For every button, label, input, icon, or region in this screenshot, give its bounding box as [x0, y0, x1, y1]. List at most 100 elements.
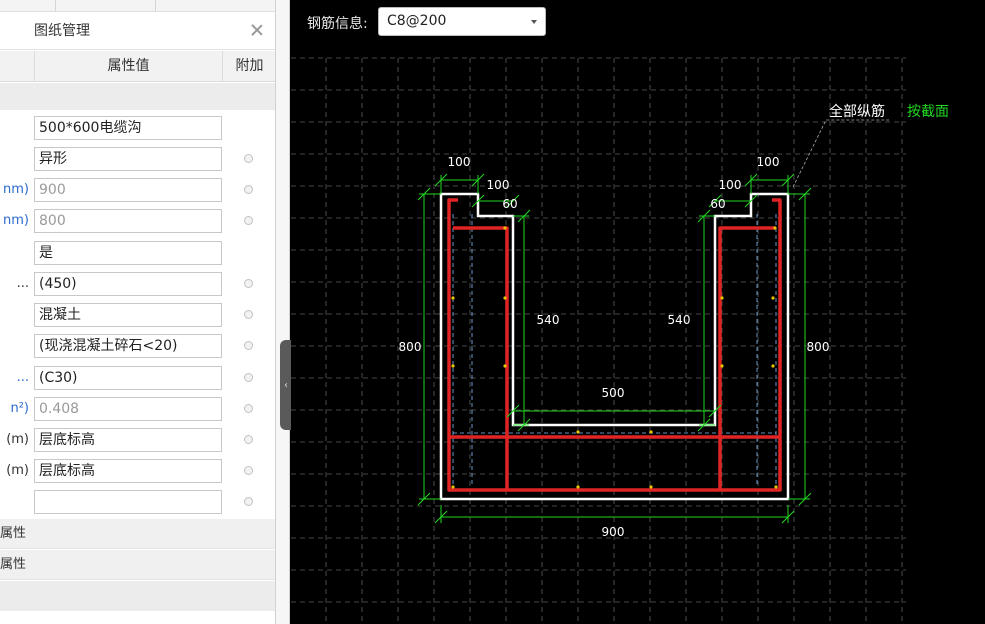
header-property-name	[0, 51, 34, 82]
property-value-field[interactable]: (现浇混凝土碎石<20)	[34, 334, 222, 358]
close-icon[interactable]	[250, 23, 264, 37]
additional-checkbox[interactable]	[244, 185, 253, 194]
rebar-dot	[503, 296, 507, 300]
rebar-dot	[451, 296, 455, 300]
rebar-dot	[576, 430, 580, 434]
property-value-field[interactable]: (450)	[34, 272, 222, 296]
property-value-field[interactable]	[34, 490, 222, 514]
property-group-row[interactable]	[0, 83, 275, 110]
panel-splitter[interactable]	[276, 0, 290, 624]
property-value-field[interactable]: 900	[34, 178, 222, 202]
dim-right-notch	[697, 209, 715, 432]
dim-left-height	[417, 187, 441, 506]
property-table-header: 属性值 附加	[0, 51, 275, 82]
dim-label-top-right-width: 100	[757, 155, 780, 169]
table-row: 是	[0, 237, 275, 268]
rebar-dot	[503, 364, 507, 368]
rebar-left-inner	[453, 226, 509, 490]
section-header-row[interactable]: 属性	[0, 550, 275, 580]
property-value-field[interactable]: 800	[34, 209, 222, 233]
section-title: 属性	[0, 557, 27, 572]
additional-checkbox[interactable]	[244, 216, 253, 225]
property-name: nm)	[3, 182, 29, 197]
rebar-dot	[720, 296, 724, 300]
property-value-field[interactable]: 异形	[34, 147, 222, 171]
dim-right-height	[788, 187, 812, 506]
section-drawing-canvas[interactable]: 100 100 60 100 100 60 800 800 540 540 50…	[291, 0, 985, 624]
dim-label-top-right-inner: 100	[719, 178, 742, 192]
table-row: nm) 900	[0, 174, 275, 205]
additional-checkbox[interactable]	[244, 497, 253, 506]
dim-top-left-inner	[471, 194, 520, 208]
dim-top-left-width	[434, 173, 485, 194]
dim-top-right-width	[744, 173, 795, 194]
table-row: (m) 层底标高	[0, 455, 275, 486]
section-outline	[439, 192, 790, 501]
rebar-dot	[773, 226, 777, 230]
property-name	[0, 143, 33, 174]
section-drawing: 100 100 60 100 100 60 800 800 540 540 50…	[291, 57, 949, 624]
collapse-handle[interactable]: ‹	[280, 340, 292, 430]
rebar-dot	[771, 364, 775, 368]
table-row: n²) 0.408	[0, 393, 275, 424]
table-row: ... (C30)	[0, 362, 275, 393]
dashed-stirrup-left	[452, 214, 473, 487]
all-longitudinal-label[interactable]: 全部纵筋	[829, 103, 885, 120]
table-row: (m) 层底标高	[0, 424, 275, 455]
dashed-stirrup-right	[756, 214, 777, 487]
table-row: nm) 800	[0, 205, 275, 236]
additional-checkbox[interactable]	[244, 154, 253, 163]
dim-top-right-inner	[708, 194, 758, 208]
rebar-info-label: 钢筋信息:	[307, 16, 368, 32]
toolbar-separator	[55, 0, 56, 12]
rebar-dot	[451, 364, 455, 368]
table-row: (现浇混凝土碎石<20)	[0, 330, 275, 361]
dim-label-top-left-notch: 60	[502, 197, 517, 211]
additional-checkbox[interactable]	[244, 435, 253, 444]
property-name	[0, 299, 33, 330]
additional-checkbox[interactable]	[244, 373, 253, 382]
additional-checkbox[interactable]	[244, 310, 253, 319]
tab-drawing-management[interactable]: 图纸管理	[34, 23, 90, 39]
property-name: n²)	[10, 401, 29, 416]
by-section-label[interactable]: 按截面	[907, 104, 949, 120]
rebar-dot	[576, 485, 580, 489]
table-row: 500*600电缆沟	[0, 112, 275, 143]
dim-total-width	[434, 505, 795, 524]
rebar-dot	[649, 430, 653, 434]
property-value-field[interactable]: 是	[34, 241, 222, 265]
dimension-lines	[417, 173, 812, 524]
rebar-right-inner	[718, 226, 775, 490]
property-name: ...	[16, 276, 29, 291]
rebar-info-select[interactable]: C8@200	[378, 7, 546, 36]
table-row: 异形	[0, 143, 275, 174]
dim-label-left-inner-height: 540	[537, 313, 560, 327]
rebar-left-outer	[447, 198, 782, 492]
header-property-value: 属性值	[34, 51, 222, 82]
header-additional: 附加	[222, 51, 275, 82]
section-title: 属性	[0, 526, 27, 541]
property-name: (m)	[6, 432, 29, 447]
rebar-dot	[451, 485, 455, 489]
rebar-dot	[720, 364, 724, 368]
rebar-dots	[451, 226, 778, 489]
chevron-left-icon: ‹	[284, 380, 288, 391]
property-name: ...	[16, 370, 29, 385]
property-value-field[interactable]: 0.408	[34, 397, 222, 421]
property-value-field[interactable]: 层底标高	[34, 428, 222, 452]
property-value-field[interactable]: 层底标高	[34, 459, 222, 483]
additional-checkbox[interactable]	[244, 279, 253, 288]
property-value-field[interactable]: 混凝土	[34, 303, 222, 327]
dim-inner-width	[506, 404, 722, 418]
dim-label-top-right-notch: 60	[710, 197, 725, 211]
rebar-group	[447, 198, 782, 492]
additional-checkbox[interactable]	[244, 341, 253, 350]
section-header-row[interactable]: 属性	[0, 519, 275, 549]
additional-checkbox[interactable]	[244, 466, 253, 475]
property-value-field[interactable]: 500*600电缆沟	[34, 116, 222, 140]
grid-lines	[291, 57, 906, 624]
dim-left-notch	[513, 209, 531, 432]
property-value-field[interactable]: (C30)	[34, 366, 222, 390]
additional-checkbox[interactable]	[244, 404, 253, 413]
panel-tab-bar: 表 图纸管理	[0, 12, 275, 50]
